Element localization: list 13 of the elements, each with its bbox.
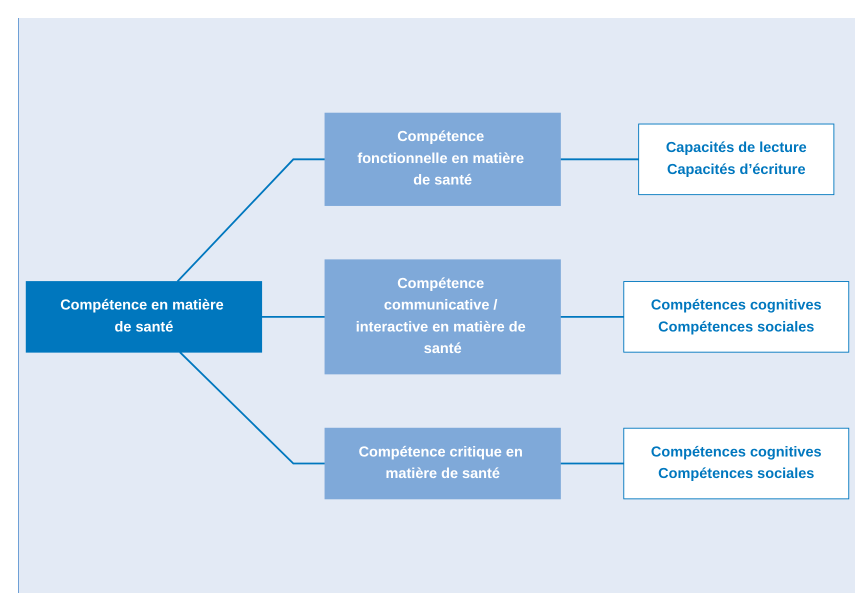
node-box: Compétences cognitives Compétences sociales: [623, 427, 850, 499]
connector: [179, 351, 325, 464]
connector: [560, 315, 624, 318]
node-box: Capacités de lecture Capacités d’écriture: [638, 123, 834, 195]
connector: [560, 158, 639, 160]
connector: [560, 462, 624, 464]
connector: [262, 315, 325, 318]
connector: [176, 158, 325, 282]
node-box: Compétence critique en matière de santé: [324, 427, 561, 499]
node-box: Compétences cognitives Compétences sociales: [623, 280, 850, 352]
node-box: Compétence en matière de santé: [26, 280, 262, 352]
node-box: Compétence fonctionnelle en matière de santé: [324, 112, 561, 206]
node-box: Compétence communicative / interactive en matière de santé: [324, 258, 561, 374]
